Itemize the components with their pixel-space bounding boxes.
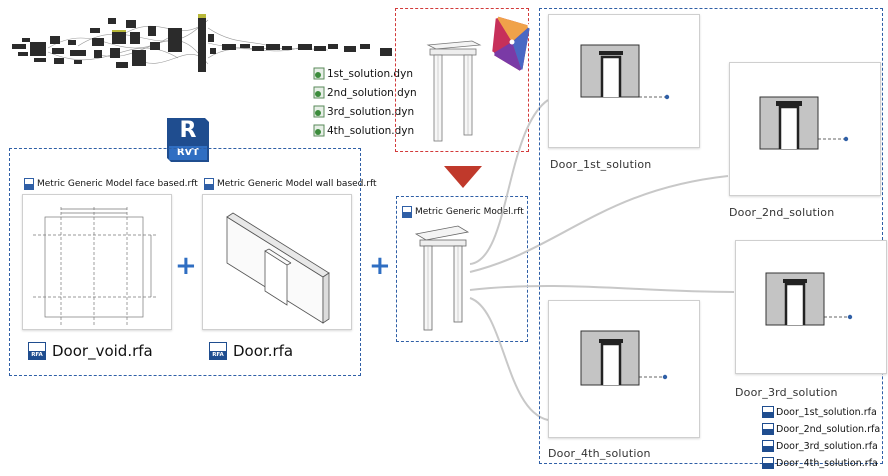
rfa-file-icon: RFA bbox=[28, 342, 46, 360]
output-file-1[interactable]: Door_1st_solution.rfa bbox=[762, 406, 877, 418]
plus-icon: + bbox=[175, 251, 197, 281]
dyn-file-name: 1st_solution.dyn bbox=[327, 67, 413, 80]
solution-1-label: Door_1st_solution bbox=[550, 158, 652, 171]
rfa-file-icon bbox=[762, 457, 774, 469]
wall-based-template-title: Metric Generic Model wall based.rft bbox=[204, 178, 377, 190]
rfa-file-icon bbox=[762, 406, 774, 418]
output-file-4[interactable]: Door_4th_solution.rfa bbox=[762, 457, 878, 469]
dynamo-file-icon bbox=[313, 86, 325, 99]
door-family-label[interactable]: RFA Door.rfa bbox=[209, 342, 293, 360]
dyn-file-1[interactable]: 1st_solution.dyn bbox=[313, 67, 413, 80]
solution-2-label: Door_2nd_solution bbox=[729, 206, 835, 219]
rfa-file-icon bbox=[762, 440, 774, 452]
dynamo-door-panel bbox=[395, 8, 529, 152]
dynamo-file-icon bbox=[313, 105, 325, 118]
output-file-2[interactable]: Door_2nd_solution.rfa bbox=[762, 423, 880, 435]
dynamo-file-icon bbox=[313, 67, 325, 80]
rft-file-icon bbox=[402, 206, 412, 218]
solution-4-card[interactable] bbox=[548, 300, 700, 438]
door-wall-card bbox=[202, 194, 352, 330]
revit-families-panel bbox=[9, 148, 361, 376]
door-frame-3d bbox=[424, 37, 484, 147]
face-based-template-title: Metric Generic Model face based.rft bbox=[24, 178, 198, 190]
generic-template-title: Metric Generic Model.rft bbox=[402, 206, 524, 218]
door-frame-model bbox=[414, 224, 474, 334]
rfa-file-icon: RFA bbox=[209, 342, 227, 360]
rfa-badge-text: RFA bbox=[31, 352, 43, 358]
rfa-badge-text: RFA bbox=[212, 352, 224, 358]
dyn-file-list: 1st_solution.dyn 2nd_solution.dyn 3rd_so… bbox=[313, 67, 417, 147]
solution-2-card[interactable] bbox=[729, 62, 881, 196]
solution-3-label: Door_3rd_solution bbox=[735, 386, 838, 399]
rft-file-icon bbox=[204, 178, 214, 190]
solution-1-card[interactable] bbox=[548, 14, 700, 148]
rft-file-icon bbox=[24, 178, 34, 190]
dyn-file-name: 3rd_solution.dyn bbox=[327, 105, 415, 118]
output-file-3[interactable]: Door_3rd_solution.rfa bbox=[762, 440, 878, 452]
dyn-file-4[interactable]: 4th_solution.dyn bbox=[313, 124, 414, 137]
solution-3-card[interactable] bbox=[735, 240, 887, 374]
plus-icon: + bbox=[369, 251, 391, 281]
dyn-file-name: 2nd_solution.dyn bbox=[327, 86, 417, 99]
dyn-file-3[interactable]: 3rd_solution.dyn bbox=[313, 105, 414, 118]
solutions-panel bbox=[539, 8, 883, 464]
dynamo-logo bbox=[488, 14, 538, 74]
rfa-file-icon bbox=[762, 423, 774, 435]
dyn-file-name: 4th_solution.dyn bbox=[327, 124, 415, 137]
dynamo-node-graph bbox=[8, 8, 400, 78]
dyn-file-2[interactable]: 2nd_solution.dyn bbox=[313, 86, 417, 99]
revit-text: RVT bbox=[176, 147, 200, 158]
void-family-label[interactable]: RFA Door_void.rfa bbox=[28, 342, 153, 360]
revit-logo: R RVT bbox=[165, 116, 211, 164]
dynamo-file-icon bbox=[313, 124, 325, 137]
down-arrow-icon bbox=[444, 166, 482, 188]
output-file-list: Door_1st_solution.rfa Door_2nd_solution.… bbox=[762, 406, 884, 476]
solution-4-label: Door_4th_solution bbox=[548, 447, 651, 460]
revit-letter: R bbox=[179, 118, 197, 143]
void-drawing-card bbox=[22, 194, 172, 330]
